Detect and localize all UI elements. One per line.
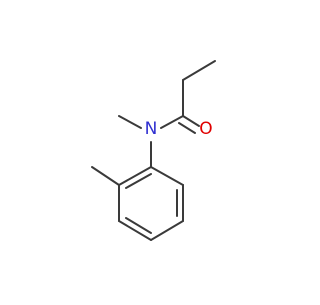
ring-bond-4: [118, 220, 152, 241]
bond-nitrogen-methyl: [118, 115, 142, 129]
bond-carbonyl-double-2: [178, 122, 196, 134]
structure-canvas: N O: [91, 60, 216, 241]
nitrogen-atom-label: N: [145, 119, 158, 139]
oxygen-atom-label: O: [199, 119, 212, 139]
bond-carbonyl-double-1: [182, 115, 200, 127]
ring-bond-6: [118, 166, 152, 186]
bond-group: [91, 60, 216, 241]
bond-ring-methyl: [91, 166, 120, 186]
ring-bond-1: [150, 166, 184, 186]
bond-ch3-ch2: [182, 60, 216, 81]
ring-inner-bond-3: [125, 173, 152, 189]
molecule-drawing: N O: [91, 60, 216, 241]
bond-carbonyl-c-nitrogen: [160, 115, 184, 129]
ring-bond-3: [150, 220, 184, 241]
ring-inner-bond-2: [125, 217, 152, 234]
